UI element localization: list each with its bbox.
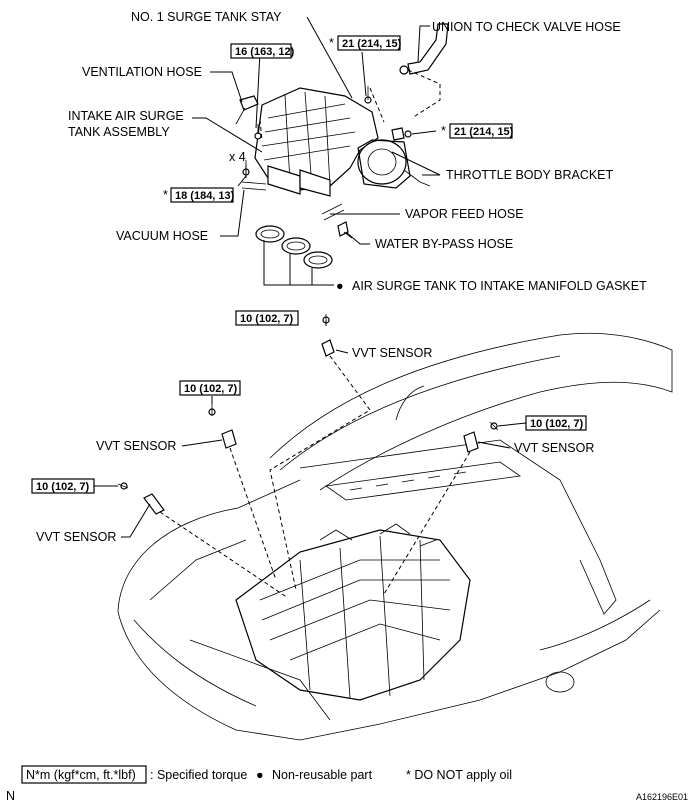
torque-box-21a: 21 (214, 15) xyxy=(337,35,402,51)
torque-21b-text: 21 (214, 15) xyxy=(454,126,514,138)
torque-10b-text: 10 (102, 7) xyxy=(184,383,238,395)
label-vvt-sensor-right: VVT SENSOR xyxy=(514,441,594,455)
label-intake-air-surge-1: INTAKE AIR SURGE xyxy=(68,109,184,123)
torque-box-10b: 10 (102, 7) xyxy=(179,380,241,396)
legend: N*m (kgf*cm, ft.*lbf) : Specified torque… xyxy=(21,765,512,784)
torque-16-text: 16 (163, 12) xyxy=(235,46,295,58)
leader-lines xyxy=(94,16,527,538)
label-vapor-feed-hose: VAPOR FEED HOSE xyxy=(405,207,524,221)
label-vvt-sensor-top: VVT SENSOR xyxy=(352,346,432,360)
torque-10a-text: 10 (102, 7) xyxy=(240,313,294,325)
label-water-bypass-hose: WATER BY-PASS HOSE xyxy=(375,237,513,251)
label-vvt-sensor-far-left: VVT SENSOR xyxy=(36,530,116,544)
label-vacuum-hose: VACUUM HOSE xyxy=(116,229,208,243)
torque-box-10a: 10 (102, 7) xyxy=(235,310,299,326)
legend-bullet: ● xyxy=(256,768,264,782)
asterisk-18: * xyxy=(163,188,168,202)
legend-non-reusable: Non-reusable part xyxy=(272,768,373,782)
label-x4: x 4 xyxy=(229,150,246,164)
bullet-gasket: ● xyxy=(336,279,344,293)
label-throttle-body-bracket: THROTTLE BODY BRACKET xyxy=(446,168,614,182)
torque-box-18: 18 (184, 13) xyxy=(170,187,235,203)
legend-torque-box: N*m (kgf*cm, ft.*lbf) xyxy=(26,768,136,782)
legend-specified-torque: : Specified torque xyxy=(150,768,247,782)
label-vvt-sensor-left: VVT SENSOR xyxy=(96,439,176,453)
torque-10c-text: 10 (102, 7) xyxy=(530,418,584,430)
torque-box-21b: 21 (214, 15) xyxy=(449,123,514,139)
label-surge-tank-stay: NO. 1 SURGE TANK STAY xyxy=(131,10,282,24)
label-ventilation-hose: VENTILATION HOSE xyxy=(82,65,202,79)
engine-bay-drawing xyxy=(117,314,673,741)
intake-surge-tank-drawing xyxy=(235,23,449,269)
corner-n-mark: N xyxy=(6,789,15,803)
figure-id: A162196E01 xyxy=(636,792,688,802)
torque-21a-text: 21 (214, 15) xyxy=(342,38,402,50)
label-intake-air-surge-2: TANK ASSEMBLY xyxy=(68,125,170,139)
torque-box-10c: 10 (102, 7) xyxy=(525,415,587,431)
torque-18-text: 18 (184, 13) xyxy=(175,190,235,202)
torque-10d-text: 10 (102, 7) xyxy=(36,481,90,493)
torque-box-16: 16 (163, 12) xyxy=(230,43,295,59)
asterisk-21a: * xyxy=(329,36,334,50)
legend-no-oil: * DO NOT apply oil xyxy=(406,768,512,782)
label-gasket: AIR SURGE TANK TO INTAKE MANIFOLD GASKET xyxy=(352,279,647,293)
torque-box-10d: 10 (102, 7) xyxy=(31,478,95,494)
asterisk-21b: * xyxy=(441,124,446,138)
label-union-to-check-valve-hose: UNION TO CHECK VALVE HOSE xyxy=(432,20,621,34)
